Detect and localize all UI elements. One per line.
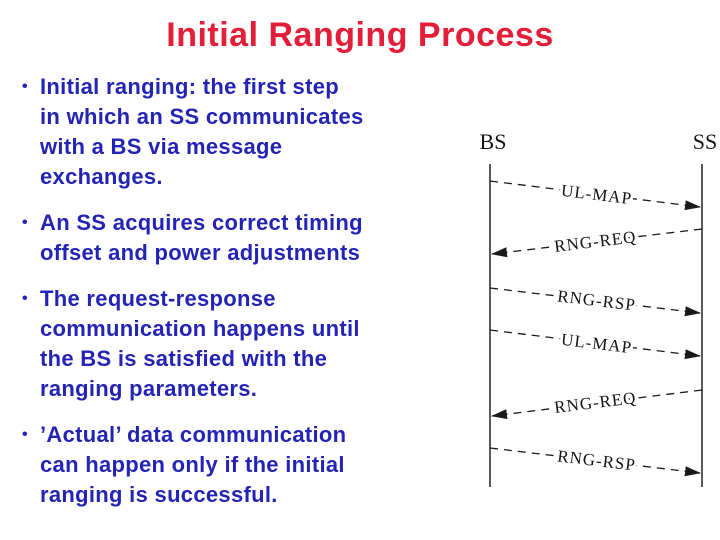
message-label: RNG-RSP <box>556 286 637 314</box>
bullet-text: The request-response communication happe… <box>40 284 360 404</box>
message-label: RNG-RSP <box>556 446 637 474</box>
message-arrow-rng-rsp-2 <box>489 447 701 477</box>
bullet-marker: • <box>22 214 28 231</box>
bullet-list: • Initial ranging: the first step in whi… <box>22 72 452 526</box>
page-title: Initial Ranging Process <box>166 16 554 54</box>
bullet-item: • ’Actual’ data communication can happen… <box>22 420 452 510</box>
bullet-line: ’Actual’ data communication <box>40 422 347 447</box>
message-label: RNG-REQ <box>553 388 637 417</box>
bullet-marker: • <box>22 426 28 443</box>
message-label: UL-MAP <box>560 330 633 357</box>
bullet-item: • An SS acquires correct timing offset a… <box>22 208 452 268</box>
bullet-text: Initial ranging: the first step in which… <box>40 72 364 192</box>
bullet-marker: • <box>22 78 28 95</box>
bullet-line: Initial ranging: the first step <box>40 74 339 99</box>
message-arrow-rng-rsp-1 <box>489 287 701 317</box>
bullet-line: offset and power adjustments <box>40 240 361 265</box>
message-arrow-rng-req-1 <box>491 228 703 258</box>
bullet-line: with a BS via message <box>40 134 283 159</box>
message-arrow-ul-map-1 <box>489 180 701 211</box>
bullet-line: The request-response <box>40 286 276 311</box>
bullet-line: ranging parameters. <box>40 376 258 401</box>
bullet-line: exchanges. <box>40 164 163 189</box>
bullet-item: • Initial ranging: the first step in whi… <box>22 72 452 192</box>
message-arrow-ul-map-2 <box>489 329 701 360</box>
bullet-item: • The request-response communication hap… <box>22 284 452 404</box>
bullet-line: ranging is successful. <box>40 482 278 507</box>
sequence-diagram: BS SS UL-MAP RNG-REQ RNG-RSP UL-MAP RNG-… <box>480 129 717 487</box>
bullet-text: ’Actual’ data communication can happen o… <box>40 420 346 510</box>
bullet-line: communication happens until <box>40 316 360 341</box>
message-label: RNG-REQ <box>553 227 637 256</box>
bullet-line: in which an SS communicates <box>40 104 364 129</box>
bullet-text: An SS acquires correct timing offset and… <box>40 208 363 268</box>
message-arrow-rng-req-2 <box>491 389 703 420</box>
bullet-marker: • <box>22 290 28 307</box>
bullet-line: An SS acquires correct timing <box>40 210 363 235</box>
actor-label-bs: BS <box>480 129 507 154</box>
message-label: UL-MAP <box>560 181 633 208</box>
bullet-line: the BS is satisfied with the <box>40 346 328 371</box>
bullet-line: can happen only if the initial <box>40 452 345 477</box>
actor-label-ss: SS <box>693 129 717 154</box>
